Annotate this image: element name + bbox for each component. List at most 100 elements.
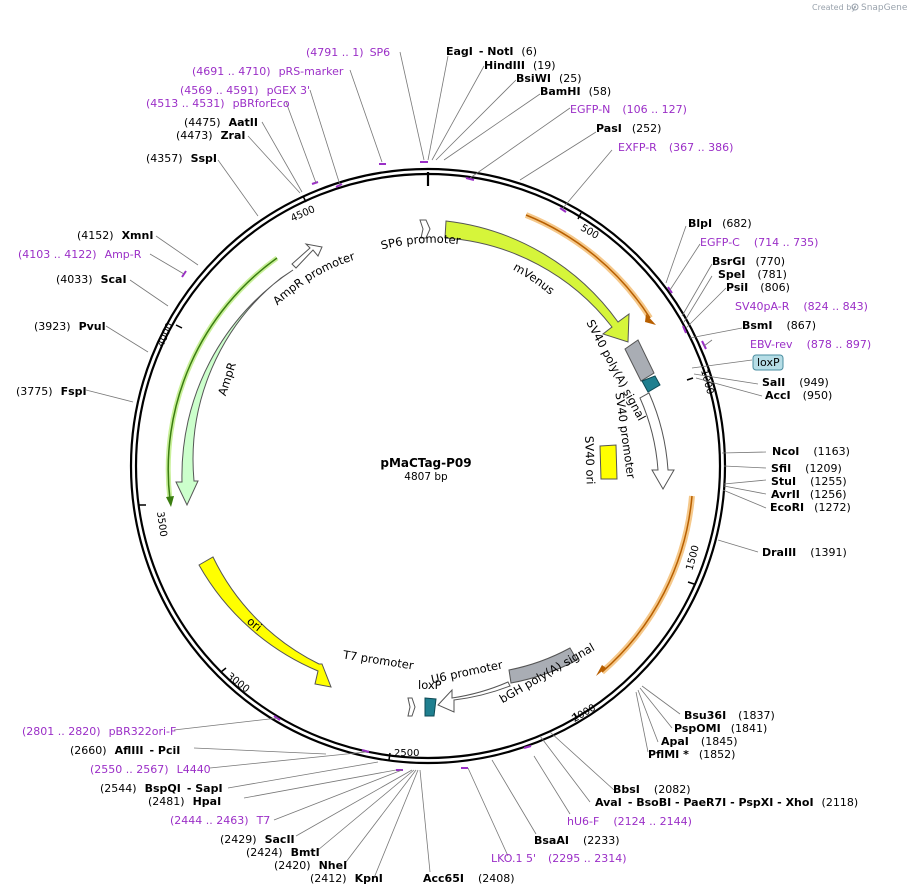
site-blpi: BlpI [688,217,712,230]
feature-ampr-promoter[interactable] [291,243,323,269]
primer-exfpr: EXFP-R [618,141,657,154]
feature-ampr-green-arrow[interactable] [165,255,279,507]
site-ncoi: NcoI [772,445,799,458]
site-spei: SpeI [718,268,745,281]
site-zrai: ZraI [221,129,246,142]
svg-text:HindIII(19): HindIII(19) [484,59,556,72]
svg-text:(4103 .. 4122)Amp-R: (4103 .. 4122)Amp-R [18,248,142,261]
site-hpai: HpaI [193,795,222,808]
feature-ampr[interactable] [175,269,294,507]
primer-pbr322ori: pBR322ori-F [109,725,177,738]
svg-text:BbsI(2082): BbsI(2082) [613,783,690,796]
site-bmti: BmtI [291,846,320,859]
site-bsrgi: BsrGI [712,255,745,268]
site-eagi: EagI [446,45,473,58]
svg-text:NcoI(1163): NcoI (1163) [772,445,850,458]
site-blpi-pos: (682) [722,217,752,230]
site-sali-pos: (949) [799,376,829,389]
feature-sv40-polya[interactable] [624,339,655,382]
svg-text:BsiWI(25): BsiWI (25) [516,72,582,85]
site-hpai-pos: (2481) [148,795,185,808]
tick-3000 [220,667,227,673]
site-aatii-pos: (4475) [184,116,221,129]
tick-label-3500: 3500 [154,511,168,538]
svg-text:(4791 .. 1)SP6: (4791 .. 1)SP6 [306,46,390,59]
primer-ebvrev: EBV-rev [750,338,793,351]
site-sfii: SfiI [771,462,791,475]
site-sfii-pos: (1209) [805,462,842,475]
feature-bgh-polya[interactable] [508,647,578,684]
site-sspi: SspI [191,152,217,165]
svg-text:(2801 .. 2820)pBR322ori-F: (2801 .. 2820)pBR322ori-F [22,725,176,738]
site-aatii: AatII [229,116,258,129]
tick-label-4000: 4000 [156,321,176,349]
feature-loxp-bottom[interactable] [424,697,437,717]
svg-text:BlpI(682): BlpI (682) [688,217,752,230]
svg-text:EagI- NotI(6): EagI- NotI(6) [446,45,537,58]
feature-label-ampr-promoter: AmpR promoter [270,249,357,308]
feature-mvenus[interactable] [444,220,630,343]
tick-1500 [687,581,695,585]
site-zrai-pos: (4473) [176,129,213,142]
primer-exfpr-range: (367 .. 386) [669,141,734,154]
site-fspi-pos: (3775) [16,385,53,398]
svg-text:(4152)XmnI: (4152)XmnI [77,229,153,242]
primer-hu6f-range: (2124 .. 2144) [613,815,692,828]
tick-4000 [175,324,183,329]
site-bsiwi-pos: (25) [559,72,582,85]
site-avrii-pos: (1256) [810,488,847,501]
feature-sv40-ori[interactable] [599,444,618,480]
svg-text:AvaI- BsoBI - PaeR7I - PspXI: AvaI- BsoBI - PaeR7I - PspXI - XhoI(2118… [595,796,858,809]
site-sali: SalI [762,376,785,389]
svg-text:AvrII(1256): AvrII(1256) [771,488,846,501]
svg-text:(4569 .. 4591)pGEX 3': (4569 .. 4591)pGEX 3' [180,84,310,97]
loxp-box-label[interactable]: loxP [752,354,784,371]
tick-1000 [686,377,694,381]
site-psii: PsiI [726,281,748,294]
site-labels: (4791 .. 1)SP6 EagI- NotI(6) HindIII(19)… [16,45,871,885]
tick-label-1500: 1500 [685,544,702,571]
feature-exfp-arrow[interactable] [524,212,656,325]
site-bspqi-pos: (2544) [100,782,137,795]
site-draiii-pos: (1391) [810,546,847,559]
feature-u6-promoter[interactable] [437,681,511,713]
feature-lower-orange-arrow[interactable] [596,495,695,676]
feature-sp6-promoter[interactable] [419,219,431,239]
site-ncoi-pos: (1163) [813,445,850,458]
site-avai: AvaI [595,796,622,809]
primer-lko15-range: (2295 .. 2314) [548,852,627,865]
site-nhei: NheI [319,859,348,872]
feature-ori[interactable] [198,556,332,688]
site-bsmi: BsmI [742,319,773,332]
site-ecori-pos: (1272) [814,501,851,514]
site-psii-pos: (806) [760,281,790,294]
svg-text:Acc65I(2408): Acc65I(2408) [423,872,515,885]
site-acci-pos: (950) [803,389,833,402]
site-noti: - NotI [479,45,514,58]
svg-text:AccI(950): AccI(950) [765,389,832,402]
site-stui: StuI [771,475,796,488]
svg-text:(4033)ScaI: (4033)ScaI [56,273,127,286]
svg-text:(2420)NheI: (2420)NheI [274,859,347,872]
site-bamhi-pos: (58) [589,85,612,98]
svg-text:(4357)SspI: (4357)SspI [146,152,217,165]
svg-text:PasI(252): PasI(252) [596,122,661,135]
site-ecori: EcoRI [770,501,804,514]
primer-egfpn-range: (106 .. 127) [622,103,687,116]
site-pflmi-pos: (1852) [699,748,736,761]
feature-t7-promoter[interactable] [407,697,416,717]
primer-sv40par-range: (824 .. 843) [803,300,868,313]
feature-sv40-promoter[interactable] [639,392,675,490]
primer-l4440-range: (2550 .. 2567) [90,763,169,776]
feature-loxp-right[interactable] [641,375,661,393]
site-bsaai: BsaAI [534,834,569,847]
primer-ampr: Amp-R [105,248,142,261]
site-bamhi: BamHI [540,85,581,98]
site-bsiwi: BsiWI [516,72,551,85]
site-bspqi: BspQI [145,782,181,795]
svg-text:(3775)FspI: (3775)FspI [16,385,87,398]
site-sapi: - SapI [187,782,223,795]
svg-text:BamHI(58): BamHI (58) [540,85,611,98]
feature-label-sv40-ori: SV40 ori [582,436,598,485]
